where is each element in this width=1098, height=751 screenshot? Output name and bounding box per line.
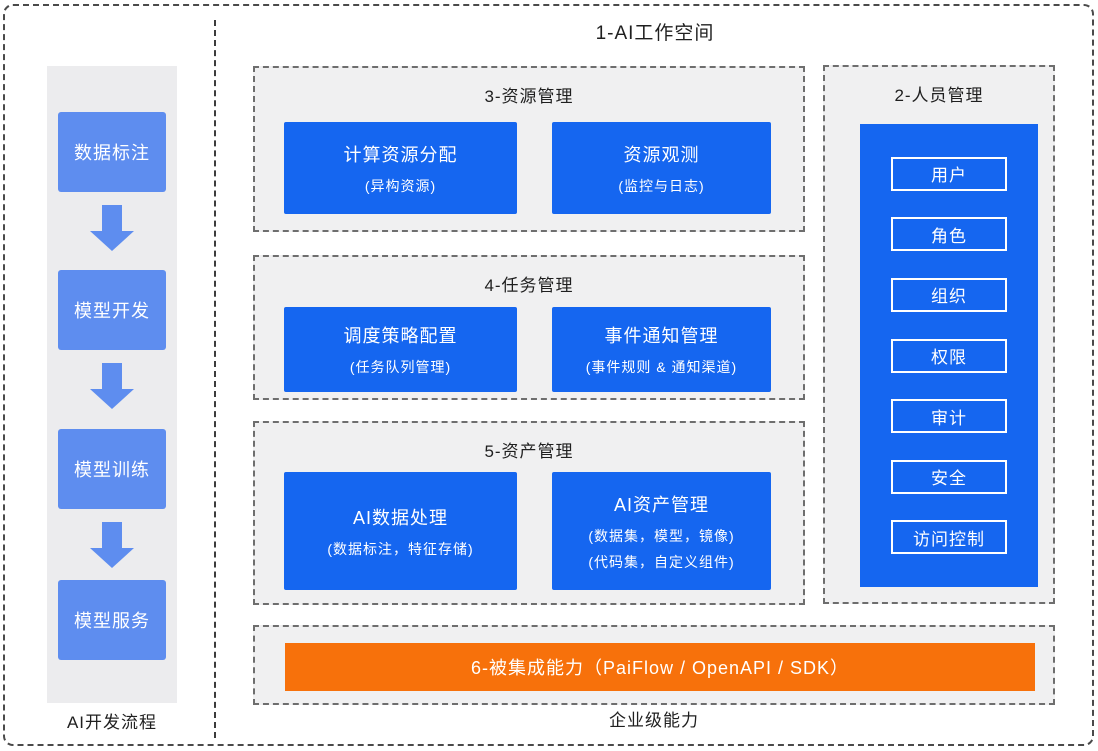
integration-bar: 6-被集成能力（PaiFlow / OpenAPI / SDK） [285, 643, 1035, 691]
box-compute-resource-allocation: 计算资源分配 (异构资源) [284, 122, 517, 214]
box-title: AI资产管理 [613, 494, 709, 515]
outer-dashed-border [3, 4, 1094, 746]
vertical-divider [214, 20, 216, 738]
box-ai-data-processing: AI数据处理 (数据标注，特征存储) [284, 472, 517, 590]
people-item-roles: 角色 [891, 217, 1007, 252]
section-resource-management: 3-资源管理 计算资源分配 (异构资源) 资源观测 (监控与日志) [253, 66, 805, 232]
flow-step-model-training: 模型训练 [58, 429, 166, 509]
box-subtitle: (事件规则 & 通知渠道) [585, 359, 738, 375]
section-people-management: 2-人员管理 用户 角色 组织 权限 审计 安全 访问控制 [823, 65, 1055, 604]
section-title: 4-任务管理 [484, 276, 574, 295]
flow-step-model-serving: 模型服务 [58, 580, 166, 660]
section-integration-capability: 6-被集成能力（PaiFlow / OpenAPI / SDK） [253, 625, 1055, 705]
box-title: AI数据处理 [352, 507, 448, 528]
section-title: 3-资源管理 [484, 87, 574, 106]
arrow-down-icon [90, 205, 134, 251]
box-subtitle: (异构资源) [364, 177, 437, 194]
box-title: 调度策略配置 [343, 326, 458, 346]
box-ai-asset-management: AI资产管理 (数据集，模型，镜像) (代码集，自定义组件) [552, 472, 771, 590]
box-subtitle: (数据集，模型，镜像) [588, 527, 735, 544]
arrow-down-icon [90, 522, 134, 568]
people-item-audit: 审计 [891, 399, 1007, 434]
box-subtitle: (任务队列管理) [349, 359, 452, 375]
ai-dev-flow-panel: 数据标注 模型开发 模型训练 模型服务 [47, 66, 177, 703]
box-event-notification: 事件通知管理 (事件规则 & 通知渠道) [552, 307, 771, 392]
box-resource-observation: 资源观测 (监控与日志) [552, 122, 771, 214]
box-subtitle: (监控与日志) [618, 177, 705, 194]
arrow-down-icon [90, 363, 134, 409]
section-task-management: 4-任务管理 调度策略配置 (任务队列管理) 事件通知管理 (事件规则 & 通知… [253, 255, 805, 400]
enterprise-capability-label: 企业级能力 [609, 711, 699, 730]
box-subtitle: (数据标注，特征存储) [327, 540, 474, 557]
section-title: 5-资产管理 [484, 442, 574, 461]
people-item-security: 安全 [891, 459, 1007, 494]
people-item-users: 用户 [891, 156, 1007, 191]
box-title: 资源观测 [623, 144, 700, 165]
people-item-access-control: 访问控制 [891, 520, 1007, 555]
diagram-title: 1-AI工作空间 [595, 23, 715, 44]
box-title: 计算资源分配 [343, 144, 458, 165]
people-item-permissions: 权限 [891, 338, 1007, 373]
section-title: 2-人员管理 [894, 86, 984, 105]
ai-dev-flow-label: AI开发流程 [66, 713, 158, 732]
people-panel: 用户 角色 组织 权限 审计 安全 访问控制 [860, 124, 1038, 587]
box-title: 事件通知管理 [604, 326, 719, 346]
section-asset-management: 5-资产管理 AI数据处理 (数据标注，特征存储) AI资产管理 (数据集，模型… [253, 421, 805, 605]
people-item-organization: 组织 [891, 277, 1007, 312]
flow-step-data-labeling: 数据标注 [58, 112, 166, 192]
box-scheduling-policy: 调度策略配置 (任务队列管理) [284, 307, 517, 392]
flow-step-model-dev: 模型开发 [58, 270, 166, 350]
box-subtitle-2: (代码集，自定义组件) [588, 553, 735, 570]
